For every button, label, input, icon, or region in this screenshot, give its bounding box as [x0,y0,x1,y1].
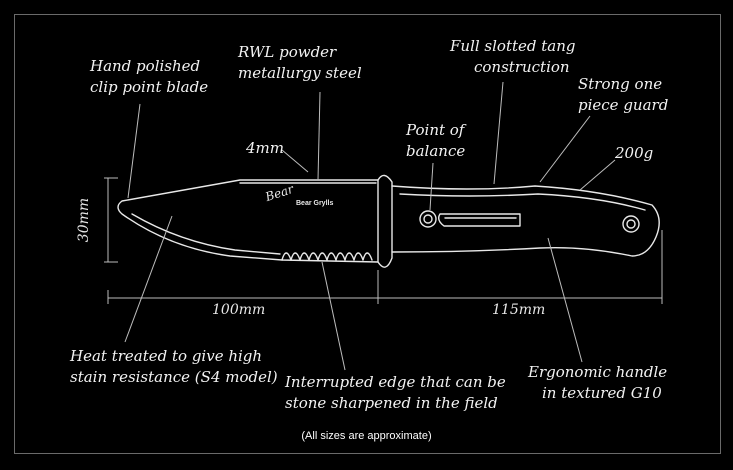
leader-heat [124,215,173,343]
leader-guard [539,115,591,183]
dimension-handle-length: 115mm [492,302,546,318]
length-dimension-line [107,230,663,304]
height-dimension-line [104,177,118,263]
leader-weight [579,159,616,191]
handle-outline [391,185,660,257]
leader-balance [429,162,434,211]
tang-slot [437,213,521,227]
guard [377,174,393,268]
label-weight: 200g [615,144,654,162]
leader-steel [317,91,321,181]
footer-note: (All sizes are approximate) [301,430,432,442]
leader-tang [493,81,504,185]
handle-top-line [399,193,646,211]
leader-blade [127,103,141,199]
label-thickness: 4mm [246,139,284,157]
balance-rivet [419,210,437,228]
dimension-height: 30mm [76,197,93,243]
diagram-frame [14,14,721,454]
brand-name: Bear Grylls [296,200,334,207]
serrated-edge [281,252,373,261]
leader-thickness [281,149,309,173]
blade-outline [117,179,379,263]
lanyard-hole [622,215,640,233]
blade-edge-bevel [131,213,281,255]
leader-handle [547,237,583,363]
leader-edge [321,261,346,371]
dimension-blade-length: 100mm [212,302,266,318]
